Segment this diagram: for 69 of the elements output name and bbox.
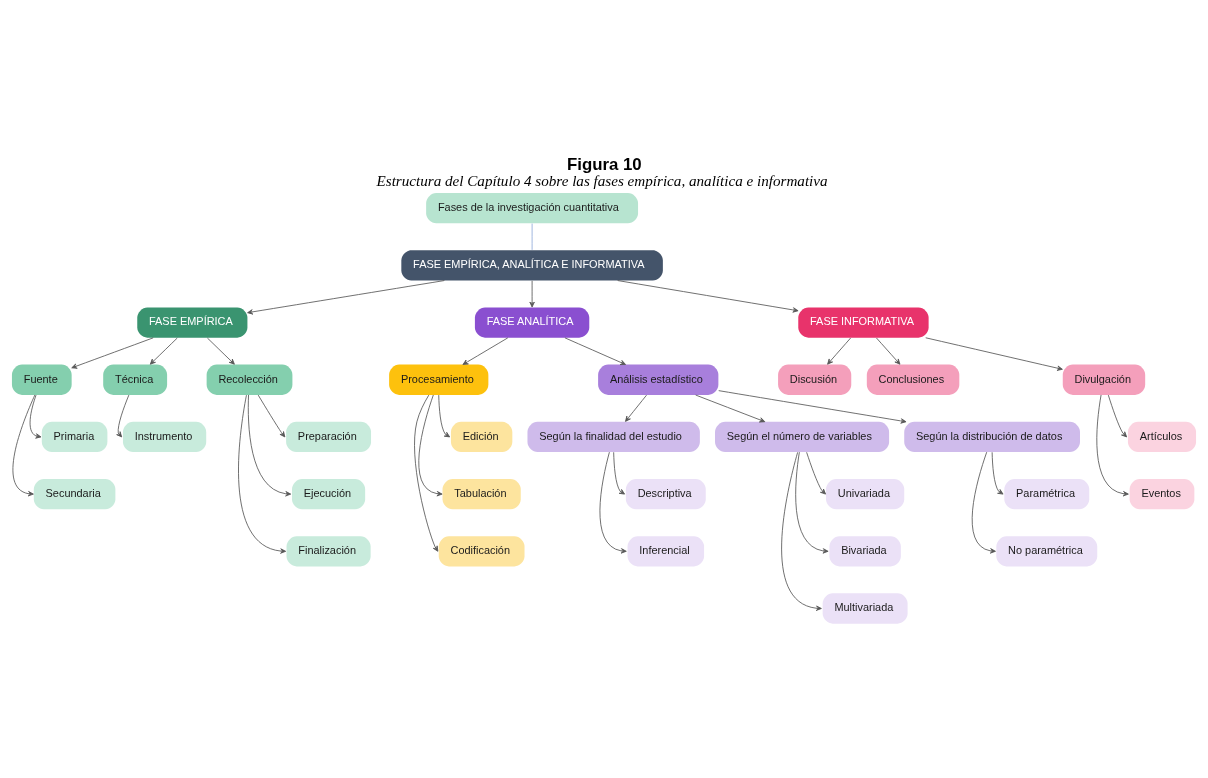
node-box: Procesamiento	[389, 364, 489, 395]
node-box: Inferencial	[627, 536, 705, 567]
arrow	[418, 394, 443, 497]
arrow	[599, 451, 627, 554]
node-box: Preparación	[286, 421, 372, 453]
node-box: FASE INFORMATIVA	[798, 307, 929, 338]
arrow	[971, 451, 996, 554]
arrow	[781, 451, 822, 611]
arrow	[71, 337, 154, 369]
node-box: Primaria	[41, 421, 108, 453]
node-box: Edición	[450, 421, 513, 453]
arrow	[564, 337, 626, 365]
arrow	[149, 337, 178, 365]
node-box: Secundaria	[33, 479, 116, 510]
node-box: Artículos	[1127, 421, 1197, 453]
node-box: Eventos	[1129, 479, 1195, 510]
node-box: Univariada	[826, 479, 905, 510]
node-box: Paramétrica	[1004, 479, 1090, 510]
arrow	[247, 280, 445, 315]
node-box: Análisis estadístico	[598, 364, 719, 395]
node-box: Según el número de variables	[715, 421, 890, 453]
connector	[531, 223, 533, 251]
arrow	[827, 337, 852, 365]
node-box: Descriptiva	[625, 479, 706, 510]
arrow	[991, 451, 1004, 495]
arrow	[806, 451, 826, 495]
arrow	[795, 451, 829, 554]
node-box: Tabulación	[442, 479, 521, 510]
node-box: Multivariada	[822, 593, 908, 624]
arrow	[925, 337, 1063, 371]
node-box: Según la distribución de datos	[904, 421, 1080, 453]
caption: Estructura del Capítulo 4 sobre las fases empírica, analítica e informativa	[376, 172, 828, 189]
node-box: Recolección	[206, 364, 293, 395]
node-box: Instrumento	[122, 421, 207, 453]
node-box: Discusión	[778, 364, 852, 395]
node-box: Fuente	[11, 364, 72, 395]
arrow	[257, 394, 286, 438]
arrow	[29, 394, 42, 439]
node-box: Finalización	[286, 536, 371, 567]
diagram-title: Figura 10	[567, 155, 642, 175]
node-box: FASE ANALÍTICA	[474, 307, 590, 338]
arrow	[1096, 394, 1129, 497]
arrow	[529, 280, 535, 308]
arrow	[1107, 394, 1128, 438]
node-box: Según la finalidad del estudio	[527, 421, 700, 453]
node-box: Divulgación	[1062, 364, 1146, 395]
node-box: Bivariada	[829, 536, 901, 567]
node-box: Codificación	[438, 536, 525, 567]
arrow	[462, 337, 509, 365]
arrow	[876, 337, 901, 365]
arrow	[238, 394, 287, 554]
arrow	[718, 390, 907, 424]
arrow	[414, 394, 439, 552]
arrow	[438, 394, 451, 438]
arrow	[695, 394, 766, 423]
arrow	[206, 337, 235, 365]
arrow	[617, 280, 799, 313]
node-box: Conclusiones	[866, 364, 960, 395]
node-box: FASE EMPÍRICA, ANALÍTICA E INFORMATIVA	[401, 250, 663, 281]
node-box: Fases de la investigación cuantitativa	[426, 193, 639, 224]
node-box: FASE EMPÍRICA	[137, 307, 248, 338]
arrow	[625, 394, 647, 422]
node-box: Técnica	[103, 364, 168, 395]
arrow	[116, 394, 130, 438]
arrow	[613, 451, 625, 495]
node-box: Ejecución	[292, 479, 366, 510]
node-box: No paramétrica	[996, 536, 1098, 567]
arrow	[12, 394, 36, 497]
arrow	[247, 394, 292, 497]
